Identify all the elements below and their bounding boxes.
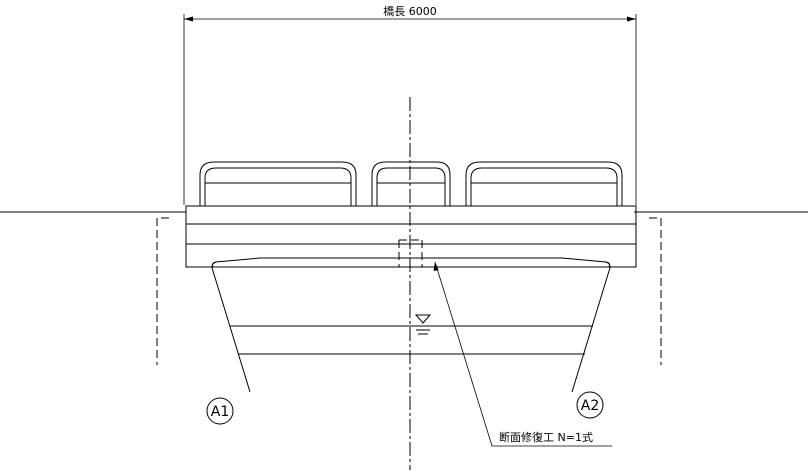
abutment-outline-left (156, 217, 169, 365)
repair-leader: 断面修復工 N=1式 (433, 261, 612, 447)
railing-right (465, 161, 623, 206)
span-dimension: 橋長 6000 (183, 4, 637, 205)
railing-center (371, 161, 451, 206)
repair-note-label: 断面修復工 N=1式 (499, 430, 593, 444)
abutment-marker-a2: A2 (576, 391, 604, 419)
water-level-symbol (414, 314, 432, 335)
abutment-a2-label: A2 (581, 398, 599, 414)
abutment-marker-a1: A1 (206, 397, 234, 425)
railing-left (199, 161, 357, 206)
abutment-outline-right (649, 217, 662, 365)
deck-slab (185, 205, 637, 272)
center-opening (398, 239, 423, 267)
water-lines (230, 325, 593, 355)
span-length-label: 橋長 6000 (383, 4, 437, 18)
riverbank-lines (212, 270, 610, 393)
abutment-a1-label: A1 (211, 404, 229, 420)
